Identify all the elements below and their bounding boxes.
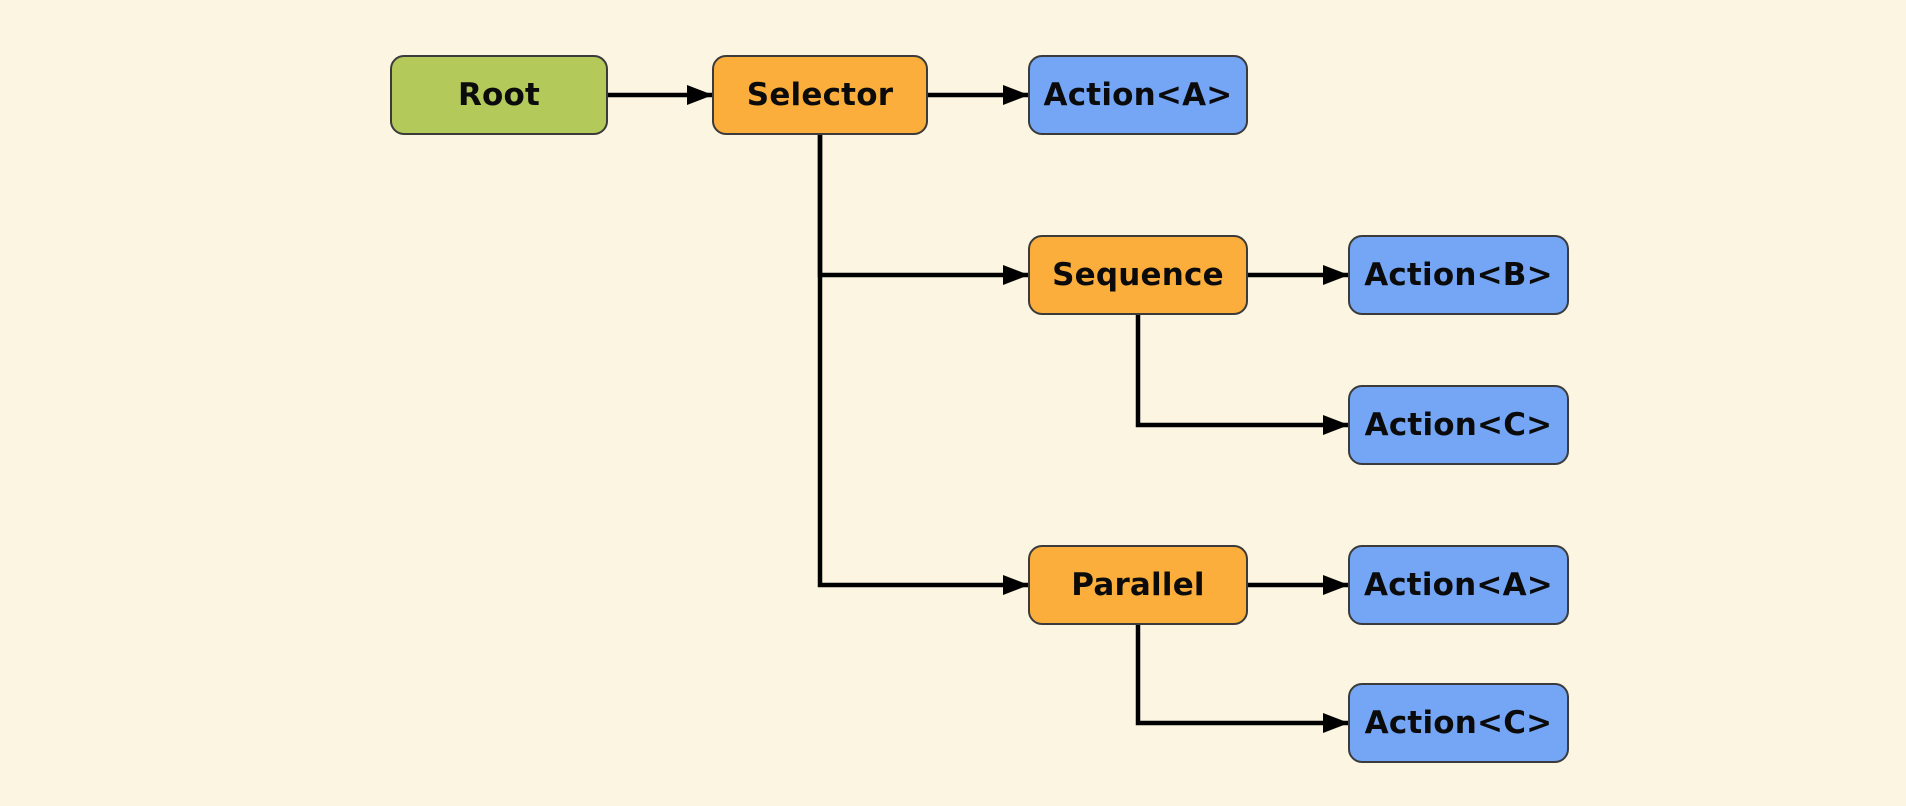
edge-selector-to-sequence — [817, 135, 1029, 285]
edge-sequence-to-action-c-1 — [1135, 315, 1349, 435]
node-root: Root — [390, 55, 608, 135]
node-action-b-label: Action<B> — [1364, 257, 1553, 293]
node-action-b: Action<B> — [1348, 235, 1569, 315]
node-sequence-label: Sequence — [1052, 257, 1224, 293]
node-action-c-2-label: Action<C> — [1364, 705, 1553, 741]
node-action-c-1: Action<C> — [1348, 385, 1569, 465]
edge-parallel-to-action-c-2 — [1135, 625, 1349, 733]
node-selector-label: Selector — [746, 77, 894, 113]
node-parallel: Parallel — [1028, 545, 1248, 625]
node-action-a-1-label: Action<A> — [1043, 77, 1233, 113]
node-action-a-1: Action<A> — [1028, 55, 1248, 135]
node-selector: Selector — [712, 55, 928, 135]
node-root-label: Root — [457, 77, 541, 113]
node-action-a-2: Action<A> — [1348, 545, 1569, 625]
node-action-c-1-label: Action<C> — [1364, 407, 1553, 443]
node-action-a-2-label: Action<A> — [1364, 567, 1553, 603]
node-parallel-label: Parallel — [1071, 567, 1205, 603]
node-sequence: Sequence — [1028, 235, 1248, 315]
edge-selector-to-parallel — [817, 135, 1029, 595]
node-action-c-2: Action<C> — [1348, 683, 1569, 763]
